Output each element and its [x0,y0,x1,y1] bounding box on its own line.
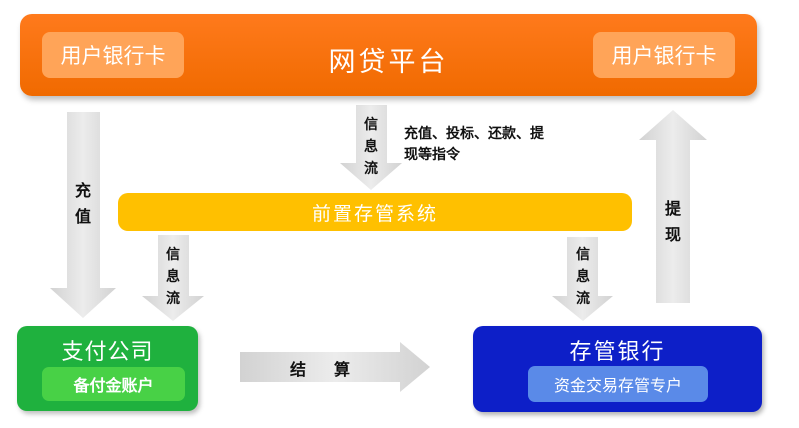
user-bank-card-right: 用户银行卡 [593,32,735,78]
platform-title: 网贷平台 [328,47,449,78]
depository-bank: 存管银行 资金交易存管专户 [473,326,762,412]
depository-bank-title: 存管银行 [569,340,666,365]
recharge-arrow [50,112,116,318]
platform-bar: 用户银行卡 网贷平台 用户银行卡 [20,14,757,96]
payment-company: 支付公司 备付金账户 [17,326,198,411]
info-flow-instructions: 充值、投标、还款、提现等指令 [404,126,544,163]
info-flow-arrow-left [142,235,204,321]
recharge-label: 充值 [74,181,91,226]
info-flow-label-right: 信息流 [576,247,590,307]
payment-company-title: 支付公司 [61,340,154,365]
depository-special-account: 资金交易存管专户 [528,366,708,402]
info-flow-arrow-top [340,105,402,190]
withdraw-label: 提现 [664,199,681,244]
info-flow-label-left: 信息流 [166,247,180,307]
pre-depository-system: 前置存管系统 [118,193,632,231]
settlement-label: 结算 [289,360,378,379]
settlement-arrow [240,342,430,392]
user-bank-card-left: 用户银行卡 [42,32,184,78]
withdraw-arrow [639,110,707,303]
info-flow-arrow-right [552,237,613,321]
info-flow-label-top: 信息流 [364,117,378,177]
reserve-fund-account: 备付金账户 [42,367,185,401]
